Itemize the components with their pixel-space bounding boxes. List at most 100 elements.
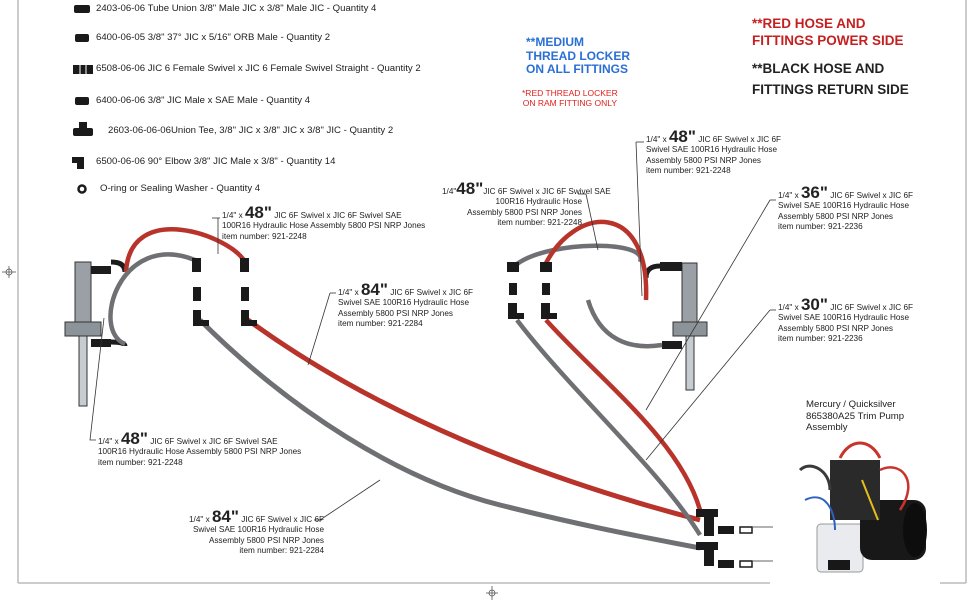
- part-item: 2403-06-06 Tube Union 3/8" Male JIC x 3/…: [96, 3, 376, 14]
- jic-sae-adapter-icon: [75, 97, 89, 105]
- hose-item-number: item number: 921-2236: [778, 334, 863, 344]
- hose-desc: Swivel SAE 100R16 Hydraulic Hose: [646, 145, 778, 155]
- hose-item-number: item number: 921-2248: [98, 457, 183, 467]
- hose-desc: 100R16 Hydraulic Hose: [495, 197, 582, 207]
- hose-item-number: item number: 921-2248: [497, 218, 582, 228]
- hose-item-number: item number: 921-2248: [646, 166, 731, 176]
- hose-length: 84": [360, 280, 388, 299]
- hose-length: 48": [668, 127, 696, 146]
- hose-desc: Assembly 5800 PSI NRP Jones: [778, 323, 893, 333]
- hose-red-36: [544, 318, 703, 511]
- note-line: ON RAM FITTING ONLY: [522, 98, 618, 108]
- hose-label-right-30: 1/4" x 30" JIC 6F Swivel x JIC 6F Swivel…: [778, 296, 913, 345]
- hose-size: 1/4" x: [338, 288, 361, 297]
- pump-label: Mercury / Quicksilver 865380A25 Trim Pum…: [806, 399, 904, 434]
- swivel-straight-icon: [73, 65, 93, 74]
- hose-desc: 100R16 Hydraulic Hose Assembly 5800 PSI …: [98, 447, 302, 457]
- hose-size: 1/4" x: [189, 515, 212, 524]
- legend-line: **BLACK HOSE AND: [752, 61, 885, 76]
- hose-desc: Swivel SAE 100R16 Hydraulic Hose: [778, 201, 910, 211]
- hose-spec: JIC 6F Swivel x JIC 6F Swivel SAE: [271, 211, 402, 220]
- hose-length: 48": [456, 179, 484, 198]
- hose-size: 1/4" x: [646, 135, 669, 144]
- hose-spec: JIC 6F Swivel x JIC 6F: [827, 303, 913, 312]
- legend-red-power-side: **RED HOSE AND FITTINGS POWER SIDE: [752, 15, 904, 49]
- hose-size: 1/4" x: [98, 437, 121, 446]
- hose-desc: Swivel SAE 100R16 Hydraulic Hose: [778, 313, 910, 323]
- pump-label-line: Mercury / Quicksilver: [806, 399, 896, 410]
- hose-size: 1/4" x: [222, 211, 245, 220]
- legend-line: **RED HOSE AND: [752, 16, 866, 31]
- hose-size: 1/4" x: [778, 191, 801, 200]
- hose-black-84-bottom: [198, 318, 701, 551]
- hose-length: 30": [800, 295, 828, 314]
- hose-desc: Assembly 5800 PSI NRP Jones: [338, 308, 453, 318]
- hose-right-black-return: [585, 299, 663, 349]
- hose-spec: JIC 6F Swivel x JIC 6F Swivel SAE: [147, 437, 278, 446]
- part-item: 6400-06-05 3/8" 37° JIC x 5/16" ORB Male…: [96, 32, 330, 43]
- hose-length: 36": [800, 183, 828, 202]
- hose-desc: Assembly 5800 PSI NRP Jones: [778, 211, 893, 221]
- legend-line: FITTINGS POWER SIDE: [752, 33, 904, 48]
- hose-desc: Swivel SAE 100R16 Hydraulic Hose: [338, 298, 470, 308]
- hose-label-right-mid-48: 1/4"48"JIC 6F Swivel x JIC 6F Swivel SAE…: [442, 180, 611, 229]
- part-text: 2603-06-06-06Union Tee, 3/8" JIC x 3/8" …: [108, 125, 394, 136]
- part-item: 6508-06-06 JIC 6 Female Swivel x JIC 6 F…: [96, 63, 421, 74]
- note-line: THREAD LOCKER: [526, 48, 630, 63]
- hose-left-red-48: [123, 227, 247, 273]
- hose-label-bottom-black-84: 1/4" x 84" JIC 6F Swivel x JIC 6F Swivel…: [178, 508, 324, 557]
- note-line: *RED THREAD LOCKER: [522, 88, 618, 98]
- hose-label-mid-red-84: 1/4" x 84" JIC 6F Swivel x JIC 6F Swivel…: [338, 281, 473, 330]
- hose-spec: JIC 6F Swivel x JIC 6F Swivel SAE: [483, 187, 611, 196]
- union-tee-icon: [73, 122, 93, 136]
- part-text: 6400-06-06 3/8" JIC Male x SAE Male - Qu…: [96, 95, 311, 106]
- hose-size: 1/4" x: [778, 303, 801, 312]
- part-item: 2603-06-06-06Union Tee, 3/8" JIC x 3/8" …: [108, 125, 393, 136]
- hose-length: 84": [211, 507, 239, 526]
- orb-adapter-icon: [75, 34, 89, 42]
- red-thread-locker-note: *RED THREAD LOCKER ON RAM FITTING ONLY: [522, 88, 618, 108]
- legend-black-return-side: **BLACK HOSE AND FITTINGS RETURN SIDE: [752, 58, 909, 100]
- leader-lines: [89, 141, 776, 562]
- hose-length: 48": [120, 429, 148, 448]
- pump-fittings: [696, 509, 753, 568]
- hose-item-number: item number: 921-2248: [222, 231, 307, 241]
- hose-right-red-48-top: [542, 219, 649, 301]
- right-trim-ram: [643, 262, 708, 391]
- hose-desc: Assembly 5800 PSI NRP Jones: [467, 207, 582, 217]
- hose-right-black-48-mid: [515, 243, 643, 266]
- registration-mark-bottom: [486, 586, 498, 600]
- medium-thread-locker-note: **MEDIUM THREAD LOCKER ON ALL FITTINGS: [526, 35, 630, 77]
- hose-desc: Assembly 5800 PSI NRP Jones: [646, 155, 761, 165]
- part-item: O-ring or Sealing Washer - Quantity 4: [100, 183, 260, 194]
- hose-spec: JIC 6F Swivel x JIC 6F: [827, 191, 913, 200]
- hose-left-black-48: [108, 252, 196, 347]
- right-fittings: [507, 262, 557, 319]
- hose-desc: Assembly 5800 PSI NRP Jones: [209, 535, 324, 545]
- part-text: 6500-06-06 90° Elbow 3/8" JIC Male x 3/8…: [96, 156, 336, 167]
- hose-label-left-bottom: 1/4" x 48" JIC 6F Swivel x JIC 6F Swivel…: [98, 430, 302, 468]
- registration-mark-left: [2, 266, 16, 278]
- hose-label-left-top: 1/4" x 48" JIC 6F Swivel x JIC 6F Swivel…: [222, 204, 426, 242]
- note-line: ON ALL FITTINGS: [526, 62, 628, 76]
- left-trim-ram: [64, 259, 128, 407]
- pump-label-line: Assembly: [806, 422, 848, 433]
- part-text: 6400-06-05 3/8" 37° JIC x 5/16" ORB Male…: [96, 32, 331, 43]
- hose-spec: JIC 6F Swivel x JIC 6F: [695, 135, 781, 144]
- part-text: 6508-06-06 JIC 6 Female Swivel x JIC 6 F…: [96, 63, 421, 74]
- hose-black-30: [515, 318, 702, 537]
- hose-red-84-mid: [246, 317, 701, 523]
- hose-spec: JIC 6F Swivel x JIC 6F: [238, 515, 324, 524]
- hose-length: 48": [244, 203, 272, 222]
- part-text: O-ring or Sealing Washer - Quantity 4: [100, 183, 261, 194]
- hose-desc: 100R16 Hydraulic Hose Assembly 5800 PSI …: [222, 221, 426, 231]
- hose-size: 1/4": [442, 187, 457, 196]
- elbow-icon: [72, 157, 84, 169]
- pump-label-line: 865380A25 Trim Pump: [806, 410, 905, 422]
- o-ring-icon: [77, 184, 87, 194]
- part-item: 6400-06-06 3/8" JIC Male x SAE Male - Qu…: [96, 95, 310, 106]
- hose-spec: JIC 6F Swivel x JIC 6F: [387, 288, 473, 297]
- hose-item-number: item number: 921-2236: [778, 222, 863, 232]
